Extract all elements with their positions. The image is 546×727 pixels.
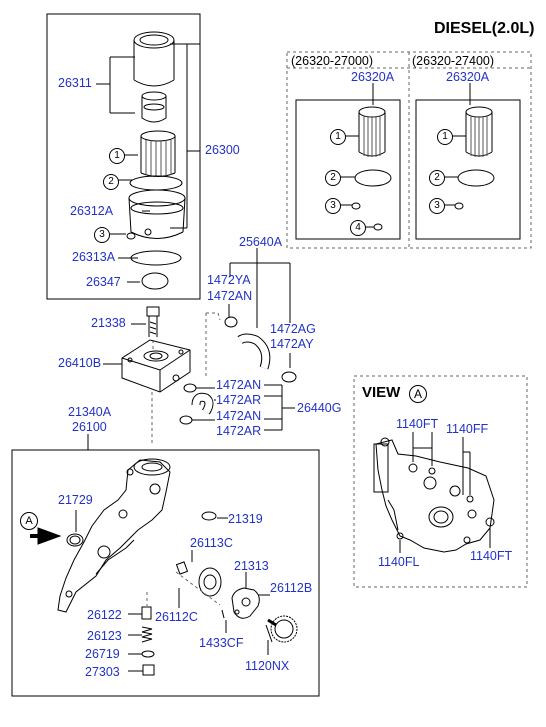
part-26113C[interactable]: 26113C [190, 536, 233, 550]
part-26312A[interactable]: 26312A [70, 204, 114, 218]
part-25640A[interactable]: 25640A [239, 235, 283, 249]
part-1472AR-b[interactable]: 1472AR [216, 424, 262, 438]
filter-element-1-drawing [140, 130, 176, 177]
bolt-21338-drawing [146, 306, 160, 337]
variant-part-1[interactable]: 26320A [351, 70, 395, 84]
part-1140FF[interactable]: 1140FF [446, 422, 489, 436]
variant-code-1: (26320-27000) [291, 54, 374, 68]
part-21313[interactable]: 21313 [234, 559, 269, 573]
part-26112B[interactable]: 26112B [270, 581, 313, 595]
filter-cartridge-drawing [133, 31, 175, 123]
filter-housing-drawing [128, 189, 186, 239]
part-21729[interactable]: 21729 [58, 493, 93, 507]
callout-1-left: 1 [109, 148, 125, 164]
filter-assembly-box [46, 13, 201, 300]
part-1472AN-b[interactable]: 1472AN [216, 378, 262, 392]
part-1472AN-a[interactable]: 1472AN [207, 289, 253, 303]
part-26719[interactable]: 26719 [85, 647, 120, 661]
part-1140FL[interactable]: 1140FL [378, 555, 420, 569]
callout-3-left: 3 [94, 227, 110, 243]
variant-part-2[interactable]: 26320A [446, 70, 490, 84]
main-assembly-box [11, 449, 320, 697]
part-26122[interactable]: 26122 [87, 608, 122, 622]
part-26347[interactable]: 26347 [86, 275, 121, 289]
oil-pump-housing-drawing [57, 458, 171, 613]
drive-gear-drawing [267, 615, 298, 643]
callout-3-var1: 3 [325, 198, 341, 214]
part-1472YA[interactable]: 1472YA [207, 273, 251, 287]
part-1120NX[interactable]: 1120NX [245, 659, 290, 673]
outer-rotor-drawing [198, 567, 222, 597]
variant-2-drawing [444, 83, 495, 210]
part-1472AN-c[interactable]: 1472AN [216, 409, 262, 423]
oil-cooler-drawing [121, 339, 191, 393]
part-1140FT-b[interactable]: 1140FT [470, 549, 513, 563]
view-a-pump-drawing [373, 437, 495, 553]
callout-3-var2: 3 [429, 198, 445, 214]
part-1433CF[interactable]: 1433CF [199, 636, 244, 650]
part-27303[interactable]: 27303 [85, 665, 120, 679]
callout-1-var2: 1 [437, 129, 453, 145]
callout-1-var1: 1 [330, 129, 346, 145]
callout-2-var1: 2 [325, 170, 341, 186]
part-21338[interactable]: 21338 [91, 316, 126, 330]
variant-1-drawing [340, 83, 392, 231]
part-26410B[interactable]: 26410B [58, 356, 102, 370]
view-label: VIEW [362, 384, 401, 401]
part-1140FT-a[interactable]: 1140FT [396, 417, 439, 431]
page-title: DIESEL(2.0L) [434, 20, 535, 37]
part-1472AY[interactable]: 1472AY [270, 337, 314, 351]
part-21340A[interactable]: 21340A [68, 405, 112, 419]
callout-4-var1: 4 [350, 220, 366, 236]
part-1472AR-a[interactable]: 1472AR [216, 393, 262, 407]
part-26313A[interactable]: 26313A [72, 250, 116, 264]
pump-cover-drawing [231, 587, 260, 619]
part-26440G[interactable]: 26440G [297, 401, 342, 415]
callout-A-arrow: A [20, 512, 38, 530]
part-26100[interactable]: 26100 [72, 420, 107, 434]
oring-2-drawing [129, 175, 183, 191]
part-1472AG[interactable]: 1472AG [270, 322, 316, 336]
part-21319[interactable]: 21319 [228, 512, 263, 526]
part-26311[interactable]: 26311 [58, 76, 92, 90]
part-26112C[interactable]: 26112C [155, 610, 198, 624]
part-26300[interactable]: 26300 [205, 143, 240, 157]
callout-2-var2: 2 [429, 170, 445, 186]
variant-code-2: (26320-27400) [412, 54, 495, 68]
view-ref-circle: A [409, 385, 427, 403]
part-26123[interactable]: 26123 [87, 629, 122, 643]
view-box [353, 375, 528, 588]
callout-2-left: 2 [103, 174, 119, 190]
